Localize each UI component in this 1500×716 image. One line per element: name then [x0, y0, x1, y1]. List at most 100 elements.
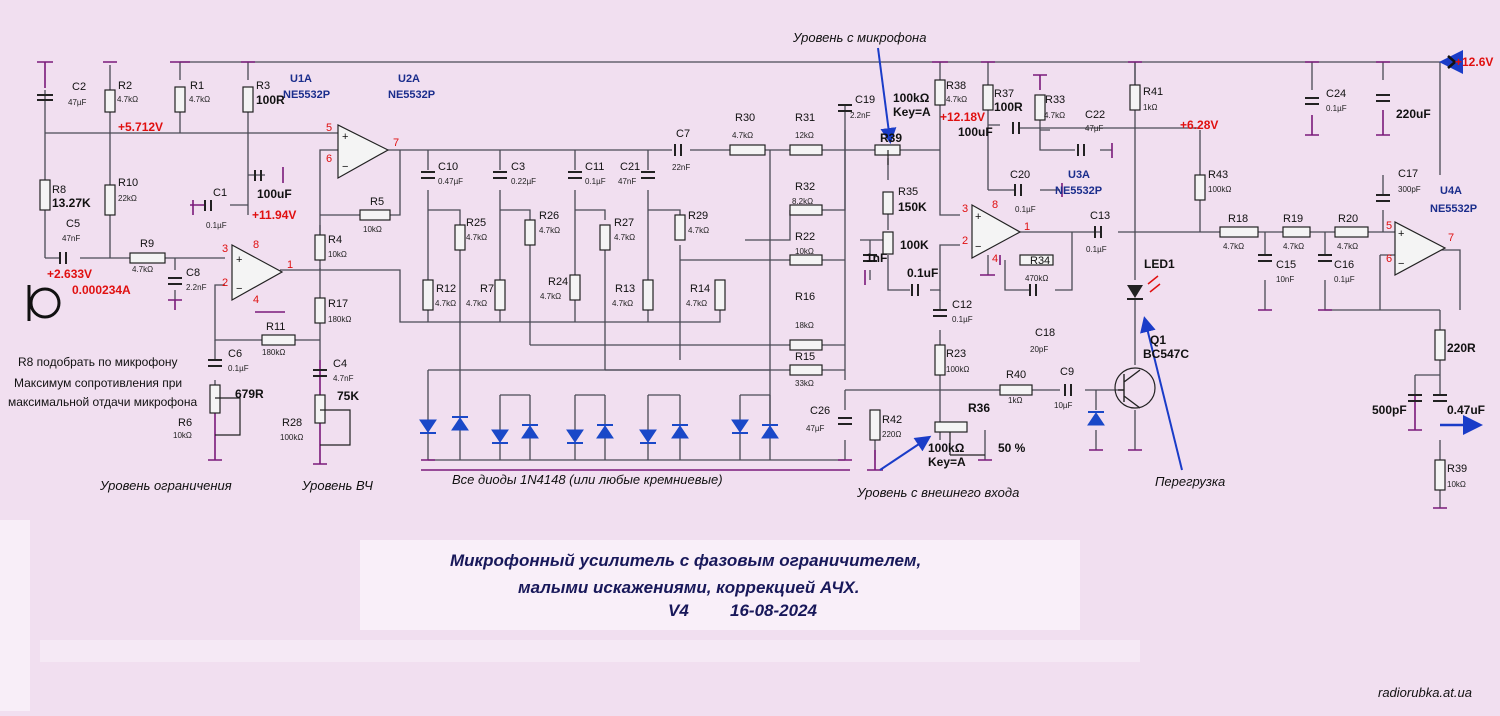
svg-text:47nF: 47nF: [618, 177, 636, 186]
svg-text:R36: R36: [968, 401, 990, 415]
svg-text:C12: C12: [952, 299, 972, 311]
svg-text:C7: C7: [676, 128, 690, 140]
opamp-u4: +−: [1394, 221, 1447, 277]
svg-text:Q1: Q1: [1150, 333, 1166, 347]
svg-text:4.7kΩ: 4.7kΩ: [540, 292, 561, 301]
svg-text:R43: R43: [1208, 169, 1228, 181]
svg-text:33kΩ: 33kΩ: [795, 379, 814, 388]
svg-text:BC547C: BC547C: [1143, 347, 1189, 361]
svg-text:0.1µF: 0.1µF: [228, 364, 249, 373]
svg-text:0.1µF: 0.1µF: [1086, 245, 1107, 254]
svg-text:R39: R39: [880, 131, 902, 145]
svg-text:R20: R20: [1338, 213, 1358, 225]
svg-text:5: 5: [1386, 220, 1392, 232]
wiring: [44, 61, 1475, 508]
svg-text:7: 7: [393, 137, 399, 149]
svg-text:1: 1: [287, 259, 293, 271]
svg-text:4.7kΩ: 4.7kΩ: [117, 95, 138, 104]
svg-text:R12: R12: [436, 283, 456, 295]
svg-text:1: 1: [1024, 221, 1030, 233]
svg-text:C19: C19: [855, 94, 875, 106]
svg-text:R8: R8: [52, 184, 66, 196]
svg-text:4.7kΩ: 4.7kΩ: [946, 95, 967, 104]
svg-text:10kΩ: 10kΩ: [328, 250, 347, 259]
svg-text:220R: 220R: [1447, 341, 1476, 355]
svg-text:R31: R31: [795, 112, 815, 124]
opamp-u1: +−: [231, 243, 284, 302]
svg-text:4.7kΩ: 4.7kΩ: [1337, 242, 1358, 251]
rail-stubs: [37, 61, 1447, 509]
svg-text:100kΩ: 100kΩ: [928, 441, 965, 455]
svg-text:LED1: LED1: [1144, 257, 1175, 271]
svg-text:4.7kΩ: 4.7kΩ: [1223, 242, 1244, 251]
svg-text:R4: R4: [328, 234, 342, 246]
svg-text:+5.712V: +5.712V: [118, 120, 163, 134]
svg-text:R11: R11: [266, 321, 285, 333]
svg-text:4.7kΩ: 4.7kΩ: [688, 226, 709, 235]
svg-text:R23: R23: [946, 348, 966, 360]
svg-text:4: 4: [992, 253, 998, 265]
svg-text:100uF: 100uF: [257, 187, 292, 201]
signal-arrows: [877, 47, 1483, 471]
svg-text:100R: 100R: [256, 93, 285, 107]
svg-text:C10: C10: [438, 161, 458, 173]
svg-text:+11.94V: +11.94V: [252, 208, 296, 222]
svg-text:150K: 150K: [898, 200, 927, 214]
r8-note-line3: максимальной отдачи микрофона: [8, 395, 197, 409]
svg-text:+: +: [342, 131, 348, 143]
svg-text:100uF: 100uF: [958, 125, 993, 139]
svg-text:180kΩ: 180kΩ: [262, 348, 285, 357]
svg-text:R32: R32: [795, 181, 815, 193]
svg-text:C21: C21: [620, 161, 640, 173]
svg-text:180kΩ: 180kΩ: [328, 315, 351, 324]
u2-type: NE5532P: [388, 89, 435, 101]
background-smudges: [0, 520, 1140, 711]
svg-text:R18: R18: [1228, 213, 1248, 225]
svg-text:300pF: 300pF: [1398, 185, 1421, 194]
u1-type: NE5532P: [283, 89, 330, 101]
svg-text:10kΩ: 10kΩ: [1447, 480, 1466, 489]
svg-text:75K: 75K: [337, 389, 359, 403]
svg-text:R30: R30: [735, 112, 755, 124]
svg-text:2.2nF: 2.2nF: [850, 111, 871, 120]
svg-text:0.22µF: 0.22µF: [511, 177, 536, 186]
overload-caption: Перегрузка: [1155, 474, 1225, 489]
svg-text:3: 3: [962, 203, 968, 215]
svg-text:4.7kΩ: 4.7kΩ: [435, 299, 456, 308]
svg-text:100kΩ: 100kΩ: [1208, 185, 1231, 194]
svg-text:R34: R34: [1030, 255, 1050, 267]
svg-text:R22: R22: [795, 231, 815, 243]
labels: U1A NE5532P U2A NE5532P U3A NE5532P U4A …: [8, 30, 1493, 700]
svg-text:R7: R7: [480, 283, 494, 295]
svg-text:3: 3: [222, 243, 228, 255]
svg-text:R42: R42: [882, 414, 902, 426]
svg-text:4.7kΩ: 4.7kΩ: [132, 265, 153, 274]
svg-text:R3: R3: [256, 80, 270, 92]
opamp-u2: +−: [337, 124, 390, 180]
svg-text:1kΩ: 1kΩ: [1143, 103, 1157, 112]
svg-text:R26: R26: [539, 210, 559, 222]
svg-text:C11: C11: [585, 161, 604, 173]
svg-text:4.7nF: 4.7nF: [333, 374, 354, 383]
svg-text:10kΩ: 10kΩ: [173, 431, 192, 440]
svg-text:2: 2: [962, 235, 968, 247]
svg-text:0.1µF: 0.1µF: [952, 315, 973, 324]
svg-text:0.1uF: 0.1uF: [907, 266, 938, 280]
svg-text:R15: R15: [795, 351, 815, 363]
svg-text:C1: C1: [213, 187, 227, 199]
u1-name: U1A: [290, 73, 312, 85]
svg-text:R41: R41: [1143, 86, 1163, 98]
svg-text:0.1µF: 0.1µF: [1015, 205, 1036, 214]
svg-text:47µF: 47µF: [1085, 124, 1104, 133]
svg-text:4: 4: [253, 294, 259, 306]
svg-text:R14: R14: [690, 283, 710, 295]
svg-text:20pF: 20pF: [1030, 345, 1048, 354]
svg-text:220Ω: 220Ω: [882, 430, 901, 439]
svg-text:10µF: 10µF: [1054, 401, 1073, 410]
svg-text:C24: C24: [1326, 88, 1346, 100]
r8-note-line2: Максимум сопротивления при: [14, 376, 182, 390]
svg-text:18kΩ: 18kΩ: [795, 321, 814, 330]
svg-text:0.1µF: 0.1µF: [1326, 104, 1347, 113]
svg-text:47µF: 47µF: [806, 424, 825, 433]
svg-text:+: +: [1398, 228, 1404, 240]
